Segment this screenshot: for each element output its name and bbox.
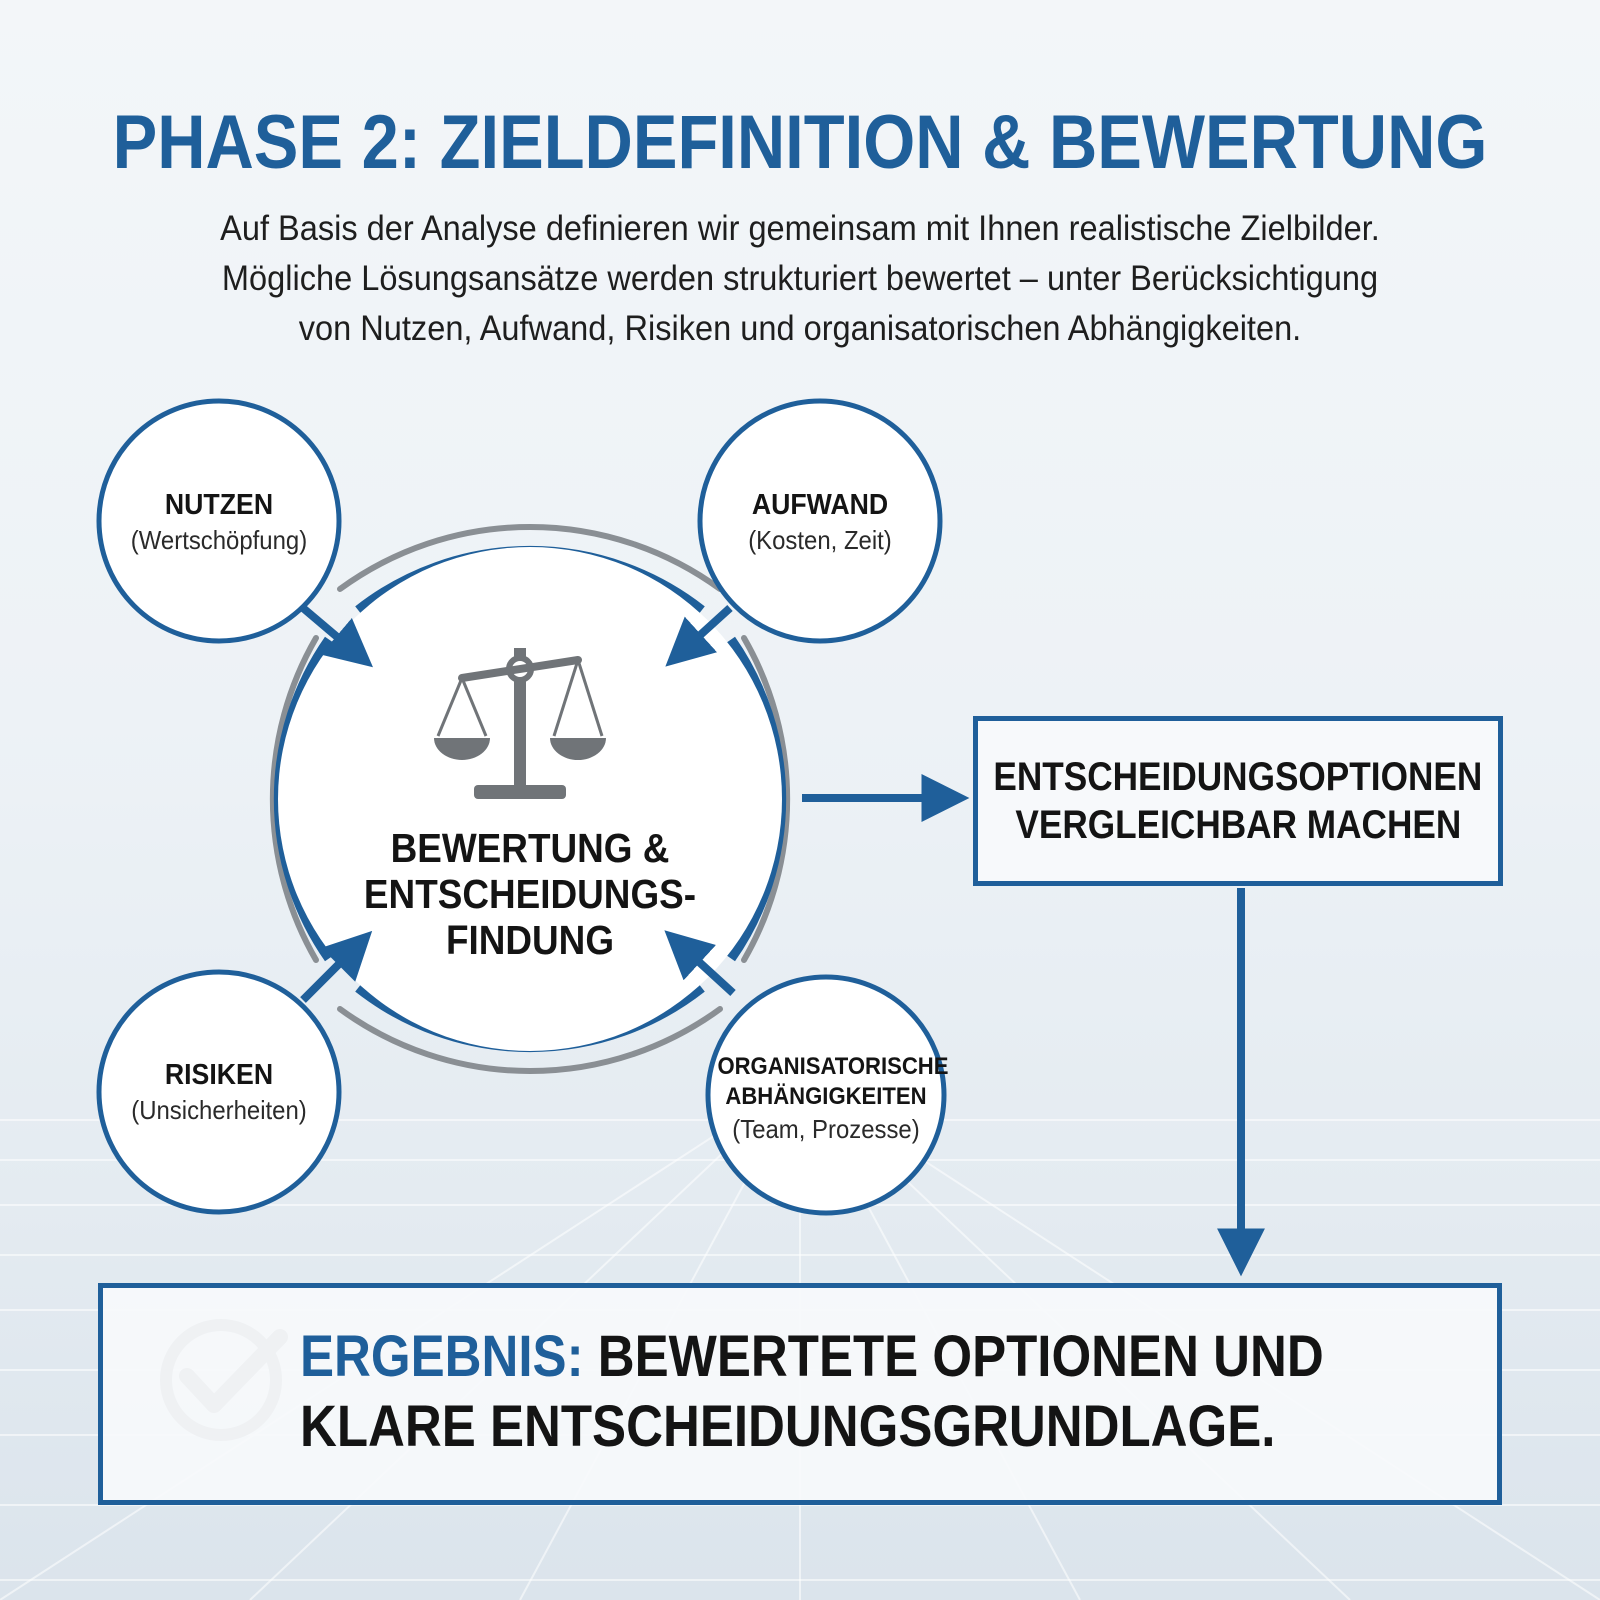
node-organisation-subtitle: (Team, Prozesse) xyxy=(732,1114,920,1144)
intro-line: Auf Basis der Analyse definieren wir gem… xyxy=(220,209,1380,248)
result-text: ERGEBNIS: BEWERTETE OPTIONEN UND KLARE E… xyxy=(300,1322,1324,1462)
center-label: BEWERTUNG & ENTSCHEIDUNGS- FINDUNG xyxy=(341,825,719,963)
page-title: PHASE 2: ZIELDEFINITION & BEWERTUNG xyxy=(112,100,1488,185)
intro-line: von Nutzen, Aufwand, Risiken und organis… xyxy=(298,309,1302,348)
options-box: ENTSCHEIDUNGSOPTIONEN VERGLEICHBAR MACHE… xyxy=(973,716,1503,886)
scale-icon xyxy=(434,648,606,799)
node-aufwand-title: AUFWAND xyxy=(751,489,889,521)
outer-ring xyxy=(269,523,791,1075)
node-organisation-title-line: ORGANISATORISCHE xyxy=(717,1053,949,1080)
node-nutzen: NUTZEN (Wertschöpfung) xyxy=(99,487,339,557)
result-line-1: ERGEBNIS: BEWERTETE OPTIONEN UND xyxy=(300,1322,1324,1392)
node-organisation: ORGANISATORISCHE ABHÄNGIGKEITEN (Team, P… xyxy=(708,1052,949,1146)
satellite-circles xyxy=(96,398,947,1216)
circle-risiken xyxy=(96,969,342,1215)
node-nutzen-subtitle: (Wertschöpfung) xyxy=(130,525,308,555)
result-label: ERGEBNIS: xyxy=(300,1324,584,1389)
intro-line: Mögliche Lösungsansätze werden strukturi… xyxy=(221,259,1379,298)
node-risiken-subtitle: (Unsicherheiten) xyxy=(131,1095,307,1125)
result-line-1-text: BEWERTETE OPTIONEN UND xyxy=(597,1324,1324,1389)
node-aufwand-subtitle: (Kosten, Zeit) xyxy=(748,525,892,555)
node-risiken: RISIKEN (Unsicherheiten) xyxy=(99,1057,339,1127)
circle-nutzen xyxy=(96,398,342,644)
result-box xyxy=(98,1283,1502,1505)
node-risiken-title: RISIKEN xyxy=(164,1059,274,1091)
center-label-line: BEWERTUNG & xyxy=(390,825,670,871)
node-organisation-title-line: ABHÄNGIGKEITEN xyxy=(725,1083,927,1110)
center-label-line: FINDUNG xyxy=(445,917,615,963)
connector-arrows xyxy=(300,604,1265,1277)
circle-aufwand xyxy=(697,398,943,644)
node-aufwand: AUFWAND (Kosten, Zeit) xyxy=(700,487,940,557)
options-box-line: VERGLEICHBAR MACHEN xyxy=(1015,803,1461,847)
center-label-line: ENTSCHEIDUNGS- xyxy=(363,871,697,917)
node-nutzen-title: NUTZEN xyxy=(164,489,274,521)
intro-text: Auf Basis der Analyse definieren wir gem… xyxy=(56,204,1544,354)
circle-organisation xyxy=(705,974,947,1216)
result-line-2: KLARE ENTSCHEIDUNGSGRUNDLAGE. xyxy=(300,1394,1276,1459)
options-box-line: ENTSCHEIDUNGSOPTIONEN xyxy=(993,755,1483,799)
